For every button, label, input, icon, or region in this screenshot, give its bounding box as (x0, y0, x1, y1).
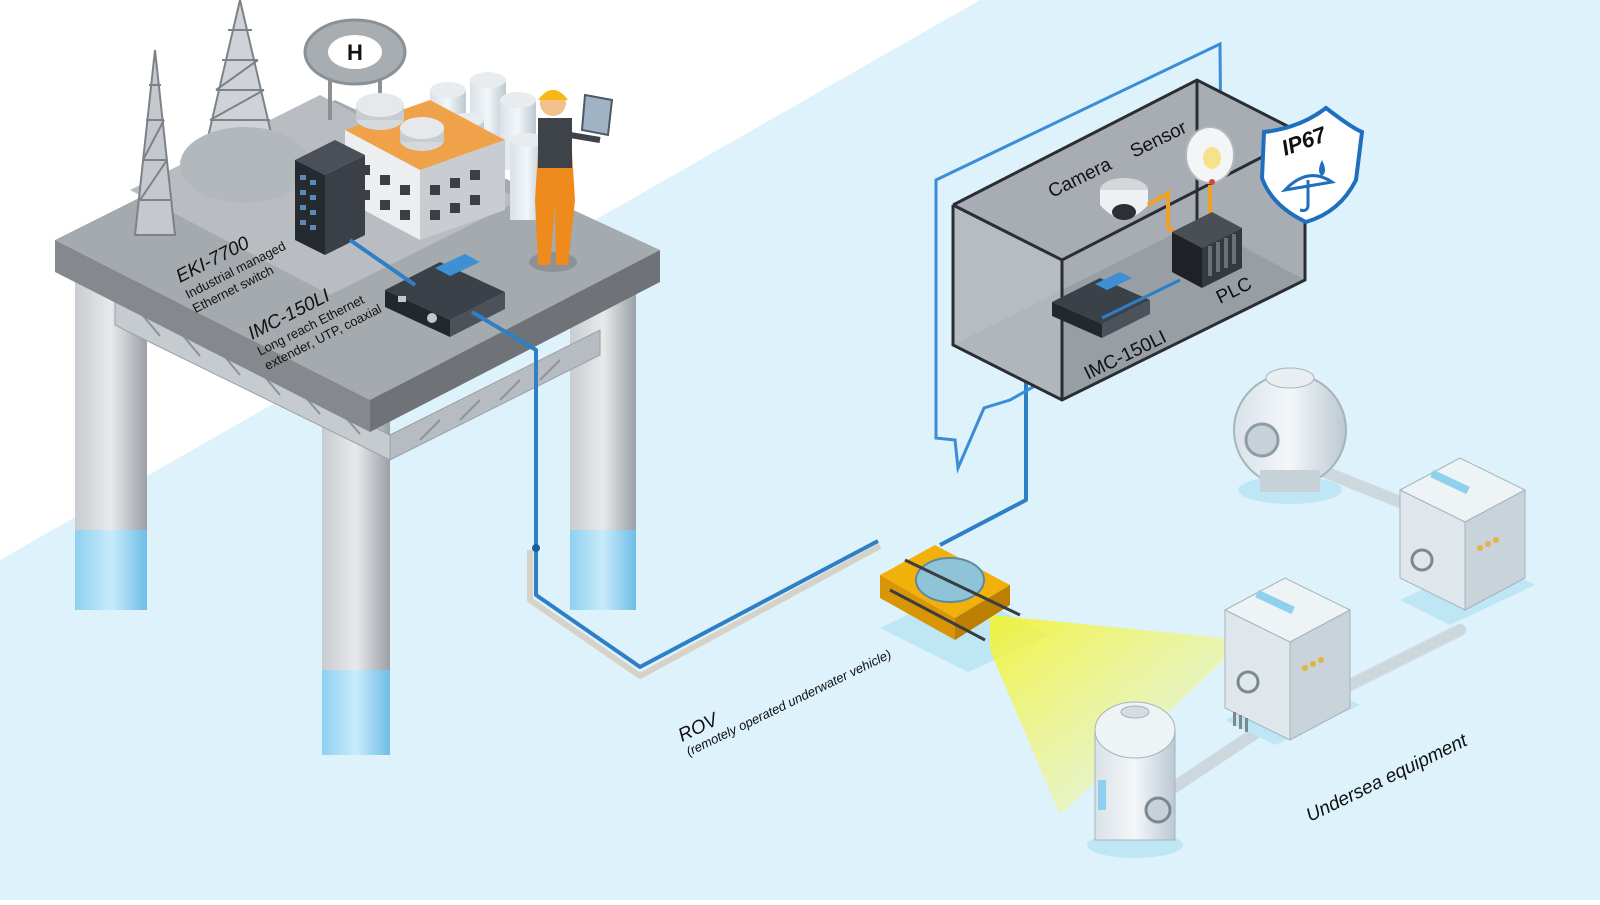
plc-device (1172, 212, 1242, 288)
equipment-block-right (1398, 457, 1535, 625)
camera-device (1100, 178, 1148, 220)
callout-outline (934, 41, 1224, 474)
enclosure-front (953, 205, 1062, 400)
shield-icon (1259, 105, 1365, 225)
spherical-chamber (1233, 367, 1347, 504)
worker-figure (529, 90, 614, 272)
platform-leg-water (75, 530, 147, 610)
ip67-badge: IP67 (1259, 105, 1365, 225)
platform-to-rov-cable (470, 310, 879, 669)
helipad-ring (328, 35, 382, 69)
derrick-tower (203, 0, 277, 151)
imc-150li-enclosure-unit (1052, 272, 1150, 338)
umbrella-icon (1280, 174, 1336, 212)
platform-deck-side-right (370, 250, 660, 432)
water-drop-icon (1319, 160, 1325, 176)
equipment-block-middle (1223, 577, 1360, 745)
cable-shadow (527, 543, 882, 679)
callout-enclosure: Camera Sensor PLC IMC-150LI IP67 (934, 41, 1365, 474)
platform-leg-water (570, 530, 636, 610)
eki-7700-switch (295, 140, 365, 255)
sensor-device (1185, 126, 1235, 185)
platform-leg (570, 290, 636, 540)
derrick-tower (133, 49, 177, 236)
offshore-platform: H (55, 0, 660, 755)
tower-base (180, 127, 310, 203)
helipad-mark: H (347, 40, 363, 65)
platform-deck-side-left (55, 240, 370, 432)
platform-truss (389, 329, 601, 461)
switch-to-extender-cable (348, 238, 417, 287)
platform-leg-water (322, 670, 390, 755)
vertical-tank (1087, 701, 1183, 858)
